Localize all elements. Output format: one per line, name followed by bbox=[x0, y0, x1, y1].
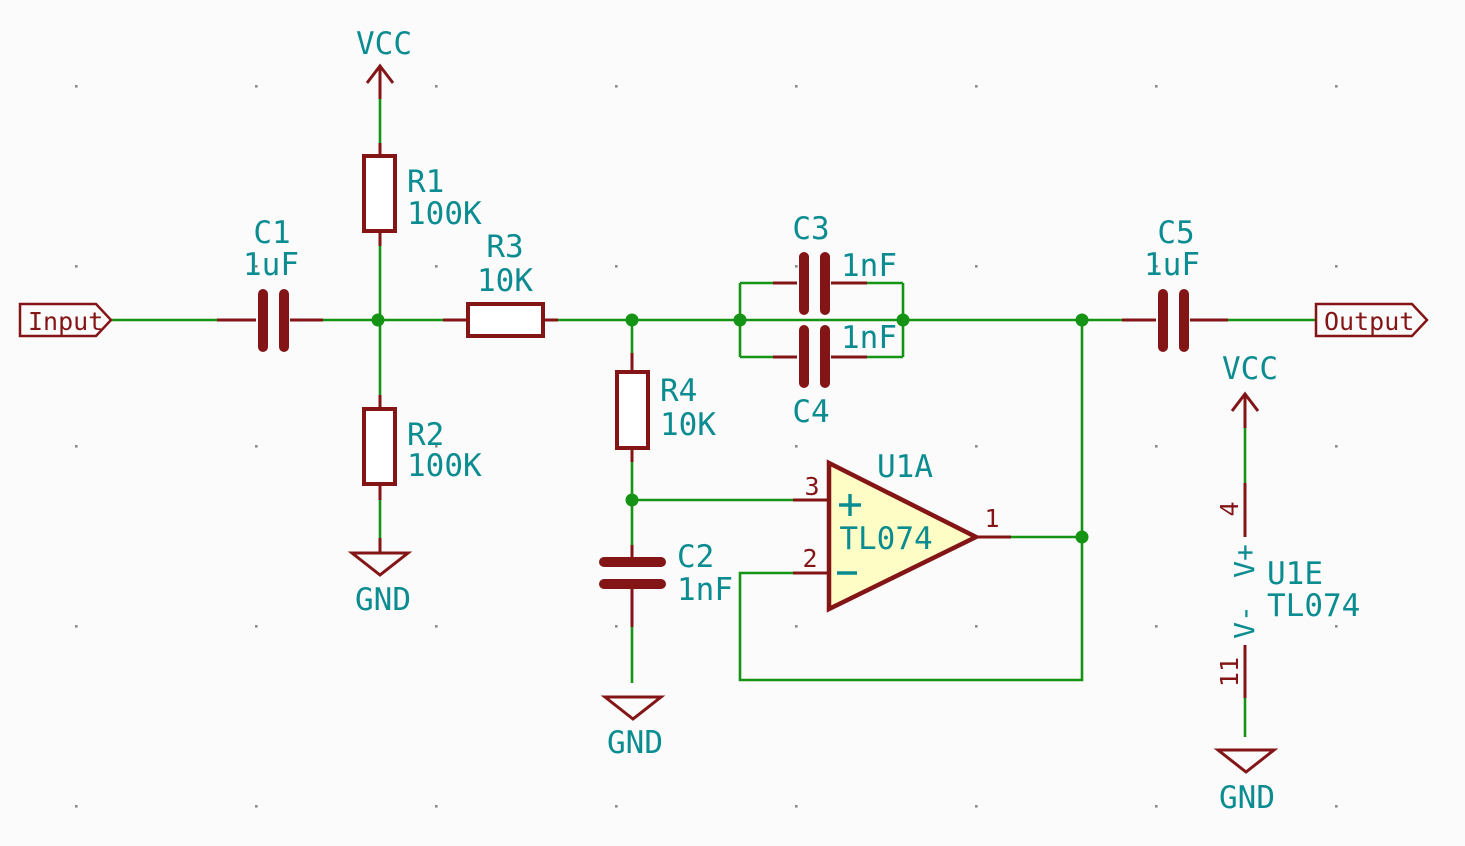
junctions bbox=[371, 313, 1089, 544]
vcc-label: VCC bbox=[1222, 351, 1278, 387]
c3-ref: C3 bbox=[792, 211, 829, 247]
r4-value: 10K bbox=[660, 407, 716, 443]
gnd-triangle bbox=[600, 695, 666, 721]
r4-body bbox=[615, 370, 650, 450]
input-port-flag[interactable]: Input bbox=[18, 302, 113, 338]
c5-ref: C5 bbox=[1157, 215, 1194, 251]
c3-plate bbox=[820, 252, 830, 315]
power-unit-U1E[interactable]: 4 11 V+ V- U1E TL074 bbox=[1215, 483, 1360, 698]
vcc-label: VCC bbox=[356, 26, 412, 62]
u1e-value: TL074 bbox=[1267, 588, 1360, 624]
junction-dot bbox=[1075, 530, 1089, 544]
u1e-vminus-pin-name: V- bbox=[1228, 605, 1261, 639]
junction-dot bbox=[625, 493, 639, 507]
grid-dots bbox=[75, 85, 1338, 808]
c4-value: 1nF bbox=[841, 320, 897, 356]
capacitor-C4[interactable]: 1nF C4 bbox=[773, 320, 897, 430]
gnd-symbol-right[interactable]: GND bbox=[1213, 748, 1279, 816]
c1-plate bbox=[258, 289, 268, 352]
u1a-triangle-body[interactable] bbox=[826, 459, 982, 613]
junction-dot bbox=[896, 313, 910, 327]
c2-plate bbox=[599, 557, 666, 567]
junction-dot bbox=[1075, 313, 1089, 327]
c1-value: 1uF bbox=[243, 247, 299, 283]
capacitor-C2[interactable]: C2 1nF bbox=[599, 539, 733, 627]
u1a-ref: U1A bbox=[877, 449, 933, 485]
u1a-pin2-number: 2 bbox=[802, 544, 817, 573]
r4-ref: R4 bbox=[660, 373, 697, 409]
output-label: Output bbox=[1324, 307, 1414, 336]
input-flag-shape bbox=[18, 302, 113, 338]
resistor-R4[interactable]: R4 10K bbox=[615, 353, 716, 462]
u1e-pin11-number: 11 bbox=[1215, 657, 1244, 687]
output-port-flag[interactable]: Output bbox=[1314, 302, 1429, 338]
resistor-R3[interactable]: R3 10K bbox=[443, 229, 558, 338]
capacitor-C1[interactable]: C1 1uF bbox=[217, 215, 323, 352]
gnd-label: GND bbox=[355, 582, 411, 618]
capacitor-C3[interactable]: C3 1nF bbox=[773, 211, 897, 315]
resistor-R1[interactable]: R1 100K bbox=[362, 143, 482, 246]
c1-ref: C1 bbox=[253, 215, 290, 251]
u1a-value: TL074 bbox=[839, 521, 932, 557]
wires[interactable] bbox=[111, 99, 1316, 737]
vcc-symbol-top[interactable]: VCC bbox=[356, 26, 412, 99]
output-flag-shape bbox=[1314, 302, 1429, 338]
gnd-symbol-left[interactable]: GND bbox=[347, 551, 413, 618]
r1-ref: R1 bbox=[407, 164, 444, 200]
r1-body bbox=[362, 154, 397, 233]
c4-ref: C4 bbox=[792, 394, 829, 430]
r2-value: 100K bbox=[407, 448, 482, 484]
input-label: Input bbox=[28, 307, 103, 336]
r3-body bbox=[466, 302, 545, 338]
c2-plate bbox=[599, 579, 666, 589]
c2-value: 1nF bbox=[677, 572, 733, 608]
junction-dot bbox=[625, 313, 639, 327]
vcc-arrow-head bbox=[1230, 391, 1260, 412]
gnd-label: GND bbox=[1219, 780, 1275, 816]
u1e-ref: U1E bbox=[1267, 556, 1323, 592]
opamp-U1A[interactable]: 3 2 1 U1A TL074 bbox=[793, 449, 1011, 613]
resistor-R2[interactable]: R2 100K bbox=[362, 395, 482, 553]
vcc-arrow-head bbox=[365, 63, 395, 84]
r3-value: 10K bbox=[477, 263, 533, 299]
c5-value: 1uF bbox=[1144, 247, 1200, 283]
u1a-pin1-number: 1 bbox=[984, 504, 999, 533]
junction-dot bbox=[733, 313, 747, 327]
u1a-pin3-number: 3 bbox=[804, 472, 819, 501]
gnd-symbol-center[interactable]: GND bbox=[600, 695, 666, 761]
c2-ref: C2 bbox=[677, 539, 714, 575]
noninverting-plus-symbol bbox=[839, 494, 861, 516]
vcc-symbol-right[interactable]: VCC bbox=[1222, 351, 1278, 428]
c5-plate bbox=[1179, 289, 1189, 352]
u1e-pin4-number: 4 bbox=[1215, 501, 1244, 516]
gnd-triangle bbox=[1213, 748, 1279, 774]
r1-value: 100K bbox=[407, 196, 482, 232]
c4-plate bbox=[799, 325, 809, 388]
wire-feedback-loop[interactable] bbox=[738, 537, 1084, 682]
gnd-triangle bbox=[347, 551, 413, 577]
c5-plate bbox=[1158, 289, 1168, 352]
u1e-vplus-pin-name: V+ bbox=[1228, 544, 1261, 578]
c3-value: 1nF bbox=[841, 248, 897, 284]
gnd-label: GND bbox=[607, 725, 663, 761]
capacitor-C5[interactable]: C5 1uF bbox=[1122, 215, 1228, 352]
junction-dot bbox=[371, 313, 385, 327]
c4-plate bbox=[820, 325, 830, 388]
r2-ref: R2 bbox=[407, 417, 444, 453]
c1-plate bbox=[279, 289, 289, 352]
c3-plate bbox=[799, 252, 809, 315]
r2-body bbox=[362, 407, 397, 486]
r3-ref: R3 bbox=[486, 229, 523, 265]
